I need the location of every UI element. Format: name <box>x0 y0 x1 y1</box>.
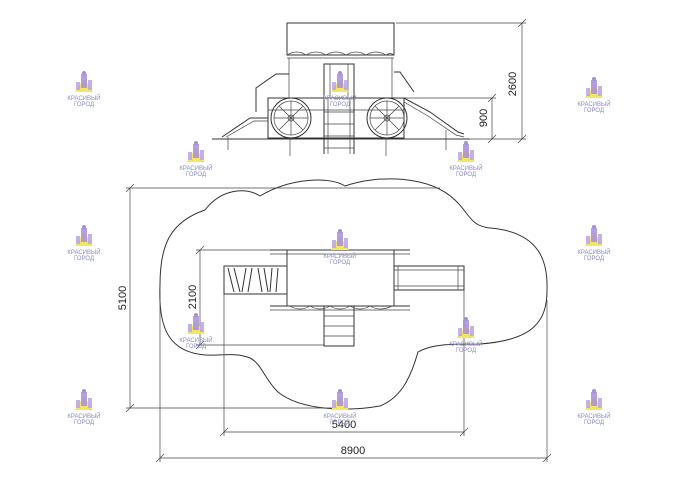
city-logo-icon <box>585 225 603 246</box>
canopy-roof <box>286 22 395 56</box>
watermark-logo: КРАСИВЫЙ ГОРОД <box>176 312 216 358</box>
watermark-line1: КРАСИВЫЙ <box>179 166 213 172</box>
watermark-logo: КРАСИВЫЙ ГОРОД <box>446 316 486 362</box>
watermark-line2: ГОРОД <box>329 420 351 426</box>
watermark-line2: ГОРОД <box>73 256 95 262</box>
watermark-line1: КРАСИВЫЙ <box>67 414 101 420</box>
canopy-fringe <box>286 51 395 56</box>
watermark-logo: КРАСИВЫЙ ГОРОД <box>64 224 104 270</box>
watermark-line1: КРАСИВЫЙ <box>323 254 357 260</box>
elevation-view: 2600 900 <box>212 18 527 156</box>
watermark-line2: ГОРОД <box>329 102 351 108</box>
dimension-platform-height: 900 <box>478 109 490 127</box>
city-logo-icon <box>75 389 93 410</box>
dimension-equipment-depth: 2100 <box>187 285 199 309</box>
city-logo-icon <box>75 225 93 246</box>
dimension-equipment-width: 5400 <box>332 419 356 431</box>
watermark-line1: КРАСИВЫЙ <box>577 102 611 108</box>
safety-zone-outline <box>159 178 548 410</box>
watermark-logo: КРАСИВЫЙ ГОРОД <box>176 140 216 186</box>
watermark-line1: КРАСИВЫЙ <box>449 342 483 348</box>
watermark-line1: КРАСИВЫЙ <box>577 414 611 420</box>
watermark-logo: КРАСИВЫЙ ГОРОД <box>574 388 614 434</box>
watermark-line1: КРАСИВЫЙ <box>323 96 357 102</box>
watermark-line2: ГОРОД <box>185 344 207 350</box>
wheel-right <box>366 97 408 139</box>
watermark-line1: КРАСИВЫЙ <box>179 338 213 344</box>
watermark-line2: ГОРОД <box>455 348 477 354</box>
watermark-line1: КРАСИВЫЙ <box>577 250 611 256</box>
watermark-line2: ГОРОД <box>455 172 477 178</box>
center-ladder <box>323 63 355 154</box>
left-slide <box>221 117 268 138</box>
watermark-logo: КРАСИВЫЙ ГОРОД <box>320 70 360 116</box>
city-logo-icon <box>585 389 603 410</box>
right-handrail <box>394 71 415 93</box>
dimension-zone-depth: 5100 <box>117 286 129 310</box>
left-handrail <box>255 73 289 112</box>
watermark-line1: КРАСИВЫЙ <box>323 414 357 420</box>
watermark-line1: КРАСИВЫЙ <box>449 166 483 172</box>
watermark-line1: КРАСИВЫЙ <box>67 250 101 256</box>
watermark-line2: ГОРОД <box>583 256 605 262</box>
dimension-top-height: 2600 <box>507 72 519 96</box>
watermark-logo: КРАСИВЫЙ ГОРОД <box>446 140 486 186</box>
watermark-line2: ГОРОД <box>583 420 605 426</box>
watermark-logo: КРАСИВЫЙ ГОРОД <box>574 76 614 122</box>
right-slide-inner <box>403 101 465 138</box>
city-logo-icon <box>75 71 93 92</box>
right-slide <box>394 97 465 135</box>
watermark-line2: ГОРОД <box>185 172 207 178</box>
watermark-line1: КРАСИВЫЙ <box>67 96 101 102</box>
city-logo-icon <box>585 77 603 98</box>
watermark-logo: КРАСИВЫЙ ГОРОД <box>64 388 104 434</box>
watermark-line2: ГОРОД <box>73 102 95 108</box>
watermark-line2: ГОРОД <box>583 108 605 114</box>
watermark-line2: ГОРОД <box>73 420 95 426</box>
watermark-logo: КРАСИВЫЙ ГОРОД <box>320 228 360 274</box>
watermark-logo: КРАСИВЫЙ ГОРОД <box>64 70 104 116</box>
plan-view: 5100 2100 5400 8900 <box>117 178 552 463</box>
left-slide-rail <box>225 120 268 138</box>
city-logo-icon <box>457 317 475 338</box>
dimension-zone-width: 8900 <box>341 445 365 457</box>
city-logo-icon <box>457 141 475 162</box>
watermark-line2: ГОРОД <box>329 260 351 266</box>
city-logo-icon <box>331 389 349 410</box>
watermark-logo: КРАСИВЫЙ ГОРОД <box>574 224 614 270</box>
city-logo-icon <box>187 141 205 162</box>
watermark-logo: КРАСИВЫЙ ГОРОД <box>320 388 360 434</box>
wheel-left <box>270 97 312 139</box>
city-logo-icon <box>187 313 205 334</box>
city-logo-icon <box>331 229 349 250</box>
city-logo-icon <box>331 71 349 92</box>
